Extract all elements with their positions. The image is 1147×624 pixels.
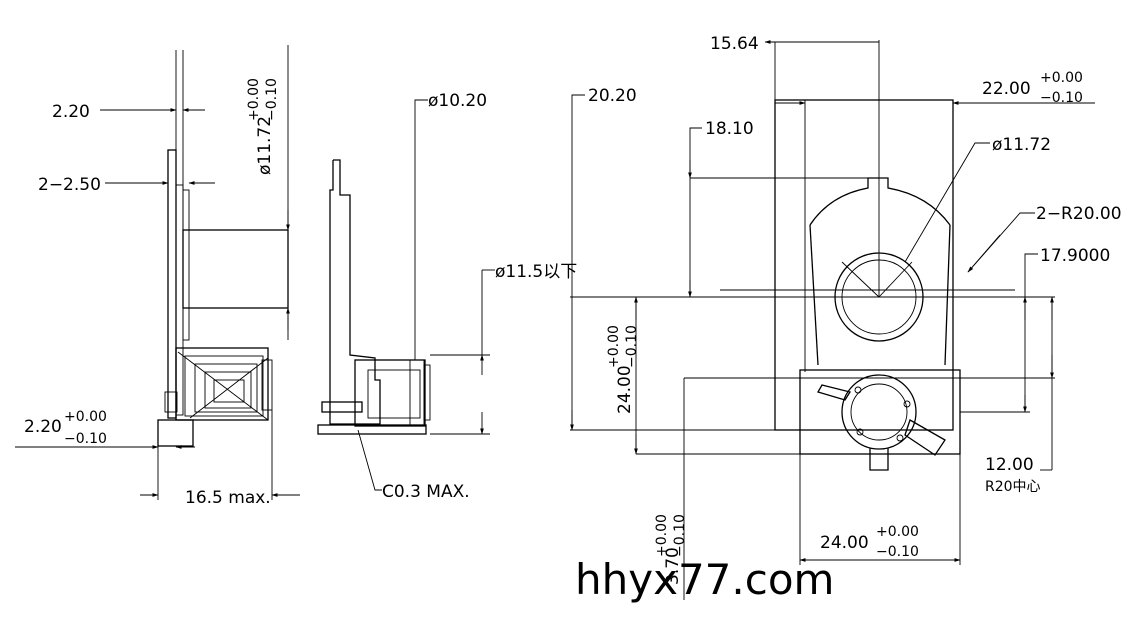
dim-2-2-50: 2−2.50 <box>38 175 101 195</box>
dim-phi-11-72-side: ø11.72 +0.00 −0.10 <box>246 78 280 175</box>
section-view <box>317 99 495 491</box>
dim-2-r20-00: 2−R20.00 <box>1036 204 1122 224</box>
tol-24-00-vertical-minus: −0.10 <box>624 325 640 368</box>
dim-3-70-value: 3.70 <box>663 547 683 585</box>
front-view <box>570 40 1095 600</box>
watermark: hhyx77.com <box>575 555 834 604</box>
dim-phi-11-72-front: ø11.72 <box>992 135 1051 155</box>
tol-24-00-vertical-plus: +0.00 <box>606 325 622 368</box>
tol-2-20-bottom-plus: +0.00 <box>64 409 107 425</box>
dim-20-20: 20.20 <box>588 86 637 106</box>
tol-2-20-bottom-minus: −0.10 <box>64 431 107 447</box>
dim-18-10: 18.10 <box>705 119 754 139</box>
tol-phi-11-72-side-minus: −0.10 <box>264 78 280 121</box>
tol-24-00-bottom-minus: −0.10 <box>876 544 919 560</box>
dim-phi-11-72-side-value: ø11.72 <box>255 116 275 175</box>
dim-phi-10-20: ø10.20 <box>428 91 487 111</box>
note-r20-center: R20中心 <box>985 479 1041 495</box>
tol-3-70-minus: −0.10 <box>672 514 688 557</box>
dim-phi-11-5: ø11.5以下 <box>495 262 577 282</box>
dim-16-5-max: 16.5 max. <box>185 488 271 508</box>
dim-22-00: 22.00 <box>982 79 1031 99</box>
dim-24-00-vertical: 24.00 +0.00 −0.10 <box>606 325 640 414</box>
dimension-labels: 2.20 2−2.50 2.20 +0.00 −0.10 16.5 max. ø… <box>24 34 1122 604</box>
tol-3-70-plus: +0.00 <box>654 514 670 557</box>
dim-2-20-bottom: 2.20 <box>24 417 62 437</box>
tol-phi-11-72-side-plus: +0.00 <box>246 78 262 121</box>
dim-12-00: 12.00 <box>985 455 1034 475</box>
tol-22-00-plus: +0.00 <box>1040 70 1083 86</box>
tol-24-00-bottom-plus: +0.00 <box>876 524 919 540</box>
dim-17-9000: 17.9000 <box>1040 246 1110 266</box>
dim-c0-3-max: C0.3 MAX. <box>382 482 470 502</box>
tol-22-00-minus: −0.10 <box>1040 90 1083 106</box>
dim-3-70: 3.70 +0.00 −0.10 <box>654 514 688 585</box>
dim-2-20-top: 2.20 <box>52 102 90 122</box>
side-view <box>15 45 300 500</box>
dim-24-00-bottom: 24.00 <box>820 533 869 553</box>
dim-24-00-vertical-value: 24.00 <box>615 365 635 414</box>
dim-15-64: 15.64 <box>710 34 759 54</box>
